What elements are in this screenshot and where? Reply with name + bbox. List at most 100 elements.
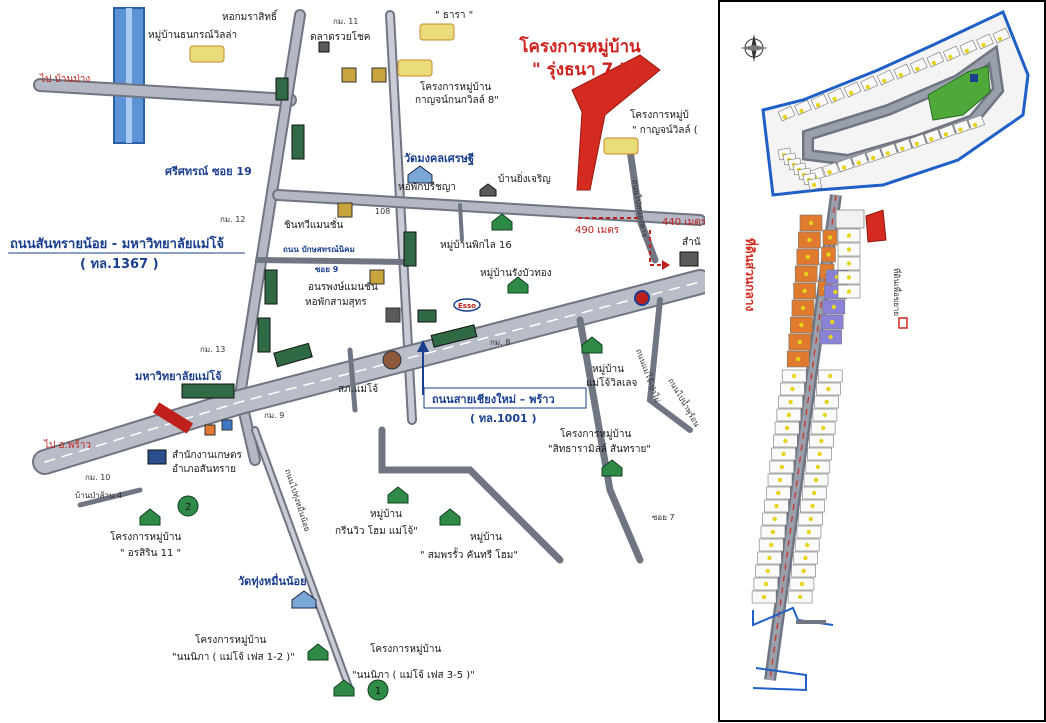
clubhouse-icon (970, 74, 978, 82)
place-label: "นนนิภา ( แม่โจ้ เฟส 1-2 )" (172, 650, 295, 663)
building-block (273, 342, 313, 368)
land-plot (876, 69, 895, 86)
road-branch-left (77, 487, 143, 508)
land-plot (893, 63, 912, 80)
land-plot (909, 57, 928, 74)
plot-marker (781, 451, 786, 457)
plot-marker (848, 90, 854, 96)
temple-icon (407, 165, 433, 184)
house-icon (387, 486, 409, 504)
plot-marker (900, 146, 905, 151)
land-plot (953, 119, 971, 135)
plot-marker (770, 529, 776, 535)
sign-icon (204, 424, 216, 436)
distance-490-label: 490 เมตร (575, 225, 620, 236)
lower-plots (751, 214, 861, 604)
esso-logo-icon (453, 298, 481, 312)
plot-marker (826, 386, 831, 392)
plot-marker (811, 182, 817, 188)
plot-marker (914, 141, 920, 147)
road-branch-1 (458, 203, 464, 242)
esso-label: Esso (458, 302, 476, 310)
land-plot (843, 81, 862, 98)
plot-marker (929, 136, 934, 142)
place-label: อำเภอสันทราย (172, 464, 236, 475)
entrance-gate (752, 667, 807, 692)
road-to-ban-pang-fill (35, 80, 295, 105)
distance-440-label: 440 เมตร (662, 217, 705, 228)
place-label: มหาวิทยาลัยแม่โจ้ (135, 369, 222, 383)
plot-marker (788, 399, 793, 405)
plot-marker (802, 288, 807, 294)
building-icon (679, 251, 699, 267)
dorm-icon (479, 183, 497, 197)
plot-marker (768, 542, 774, 548)
plot-marker (796, 356, 801, 362)
project-logos (189, 23, 639, 155)
land-plot (894, 138, 913, 154)
building-block (430, 324, 478, 348)
building-block (275, 77, 289, 101)
plot-marker (791, 373, 797, 379)
plot-marker (827, 170, 832, 175)
police-station-icon (382, 350, 402, 370)
plot-marker (784, 425, 790, 431)
plot-marker (820, 425, 826, 431)
site-plan: ที่ดินส่วนกลาง ที่ดินเพื่อขยาย (718, 0, 1046, 722)
place-label: กรีนวิว โฮม แม่โจ้" (335, 524, 418, 537)
km-11: กม. 11 (333, 17, 358, 26)
land-plot (827, 87, 845, 104)
plot-marker (799, 322, 804, 328)
plot-marker (948, 54, 953, 60)
sign-icon (221, 419, 233, 431)
place-label: โครงการหมู่บ้าน (195, 633, 267, 646)
place-label: โครงการหมู่บ้าน (420, 80, 492, 93)
land-plot (959, 39, 978, 56)
place-label: หอพักสามสุทร (305, 297, 367, 308)
road-right-lower (576, 316, 644, 564)
place-label: หมู่บ้านรังบัวทอง (480, 267, 552, 279)
plot-marker (799, 108, 804, 114)
project-logo (397, 59, 433, 77)
plot-marker (819, 438, 824, 444)
plot-marker (856, 160, 861, 166)
plot-marker (846, 289, 852, 294)
land-plot (967, 114, 985, 130)
university-building (181, 383, 235, 399)
upper-plots (777, 27, 1011, 191)
road-lower-middle (378, 426, 564, 564)
place-label: วัดทุ่งหมื่นน้อย (238, 573, 307, 589)
road-main-label: ถนนสันทรายน้อย - มหาวิทยาลัยแม่โจ้ (10, 235, 224, 252)
road-chiangmai-code: ( ทล.1001 ) (470, 412, 537, 425)
land-plot (938, 124, 956, 140)
plot-marker (782, 114, 788, 120)
place-label: หอพักปรีชญา (398, 181, 456, 193)
plot-marker (805, 254, 810, 260)
km-9: กม. 9 (264, 411, 284, 420)
gate-icon (152, 402, 194, 434)
place-label: หอกมราสิทธิ์ (222, 9, 279, 23)
plot-marker (824, 399, 829, 405)
land-plot (865, 147, 884, 163)
place-label: โครงการหมู่บ้าน (370, 642, 442, 655)
market-icon (318, 41, 330, 53)
place-label: แม่โจ้วิลเลจ (586, 376, 638, 389)
road-lower-left-fill (253, 428, 352, 692)
project-title: โครงการหมู่บ้าน (518, 36, 641, 58)
plot-marker (777, 477, 783, 483)
plot-marker (803, 555, 808, 561)
land-plot (923, 129, 942, 144)
plot-marker (833, 289, 838, 295)
entrance-road-stub (796, 620, 826, 624)
km-12: กม. 12 (220, 215, 245, 224)
office-icon (147, 449, 167, 465)
building-block (257, 317, 271, 353)
plot-marker (761, 594, 767, 600)
plot-marker (800, 305, 806, 311)
project-logo (419, 23, 455, 41)
common-area-zone (865, 209, 887, 243)
house-icon (307, 643, 329, 661)
place-label: " อรสิริน 11 " (120, 548, 181, 559)
project-logo (603, 137, 639, 155)
place-label: หมู่บ้านพิกไล 16 (440, 239, 512, 251)
